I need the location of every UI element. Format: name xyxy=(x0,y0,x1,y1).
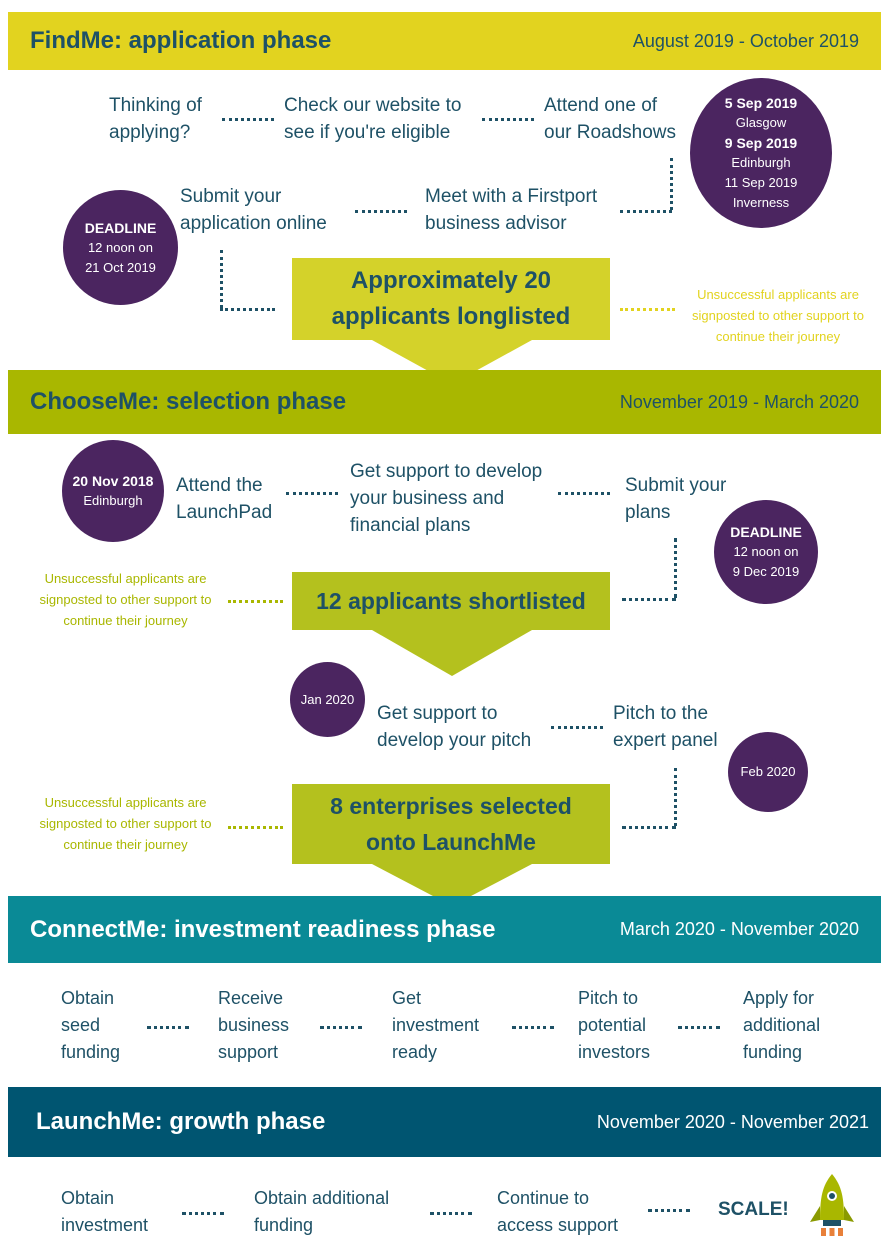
roadshow-place-1: Glasgow xyxy=(735,115,787,130)
connect-step-4: Pitch to potential investors xyxy=(578,988,651,1062)
longlist-arrow-icon xyxy=(372,340,532,384)
connectme-title: ConnectMe: investment readiness phase xyxy=(30,915,496,943)
connector xyxy=(147,1026,189,1029)
step-pitch-panel: Pitch to the expert panel xyxy=(613,703,718,751)
launchpad-date: 20 Nov 2018 xyxy=(72,473,154,489)
connector xyxy=(220,308,275,311)
step-check-website: Check our website to see if you're eligi… xyxy=(284,95,462,143)
chooseme-header: ChooseMe: selection phase November 2019 … xyxy=(8,370,881,434)
connectme-header: ConnectMe: investment readiness phase Ma… xyxy=(8,896,881,963)
connector xyxy=(648,1209,690,1212)
connector xyxy=(674,768,677,826)
find-deadline-time: 12 noon on xyxy=(87,239,154,255)
selected-arrow-icon xyxy=(372,864,532,906)
launchpad-date-circle: 20 Nov 2018 Edinburgh xyxy=(62,440,164,542)
connect-step-5: Apply for additional funding xyxy=(743,988,821,1062)
connector xyxy=(670,158,673,210)
step-submit-application: Submit your application online xyxy=(180,186,327,234)
connector xyxy=(622,826,676,829)
launch-step-1: Obtain investment xyxy=(61,1188,149,1235)
jan-date-circle: Jan 2020 xyxy=(290,662,365,737)
step-attend-launchpad: Attend the LaunchPad xyxy=(176,475,273,523)
scale-label: SCALE! xyxy=(718,1199,789,1220)
connector xyxy=(228,826,283,829)
longlist-box: Approximately 20 applicants longlisted xyxy=(292,258,610,340)
connector xyxy=(222,118,274,121)
roadshow-dates-circle: 5 Sep 2019 Glasgow 9 Sep 2019 Edinburgh … xyxy=(690,78,832,228)
launchme-dates: November 2020 - November 2021 xyxy=(596,1111,869,1132)
roadshow-date-1: 5 Sep 2019 xyxy=(724,95,798,111)
find-deadline-date: 21 Oct 2019 xyxy=(85,259,156,275)
chooseme-title: ChooseMe: selection phase xyxy=(30,388,347,415)
step-attend-roadshow: Attend one of our Roadshows xyxy=(544,95,677,143)
find-deadline-circle: DEADLINE 12 noon on 21 Oct 2019 xyxy=(63,190,178,305)
choose-unsuccessful-note-2: Unsuccessful applicants are signposted t… xyxy=(39,795,212,852)
connector xyxy=(512,1026,554,1029)
connector xyxy=(286,492,338,495)
connectme-dates: March 2020 - November 2020 xyxy=(619,919,859,939)
feb-date: Feb 2020 xyxy=(740,764,796,779)
launchme-title: LaunchMe: growth phase xyxy=(36,1108,326,1135)
connector xyxy=(228,600,283,603)
choose-deadline-date: 9 Dec 2019 xyxy=(732,564,800,579)
step-thinking: Thinking of applying? xyxy=(109,95,202,143)
launch-step-3: Continue to access support xyxy=(497,1188,619,1235)
roadshow-place-3: Inverness xyxy=(732,195,790,210)
findme-header: FindMe: application phase August 2019 - … xyxy=(8,12,881,70)
connector xyxy=(620,308,675,311)
connector xyxy=(320,1026,362,1029)
connector xyxy=(622,598,676,601)
connector xyxy=(551,726,603,729)
shortlist-box: 12 applicants shortlisted xyxy=(292,572,610,630)
step-support-plans: Get support to develop your business and… xyxy=(350,461,543,536)
choose-deadline-label: DEADLINE xyxy=(730,524,802,540)
connector xyxy=(182,1212,224,1215)
step-support-pitch: Get support to develop your pitch xyxy=(377,703,532,751)
step-submit-plans: Submit your plans xyxy=(625,475,727,523)
selected-box: 8 enterprises selected onto LaunchMe xyxy=(292,784,610,864)
find-deadline-label: DEADLINE xyxy=(84,219,157,236)
connector xyxy=(674,538,677,598)
shortlist-arrow-icon xyxy=(372,630,532,676)
roadshow-date-3: 11 Sep 2019 xyxy=(724,175,798,190)
connector xyxy=(558,492,610,495)
find-unsuccessful-note: Unsuccessful applicants are signposted t… xyxy=(691,287,864,344)
findme-title: FindMe: application phase xyxy=(30,27,332,54)
launchpad-place: Edinburgh xyxy=(83,493,143,508)
connect-step-3: Get investment ready xyxy=(392,988,480,1062)
roadshow-date-2: 9 Sep 2019 xyxy=(724,135,798,151)
connector xyxy=(678,1026,720,1029)
connector xyxy=(220,250,223,308)
choose-deadline-time: 12 noon on xyxy=(733,544,799,559)
findme-dates: August 2019 - October 2019 xyxy=(632,30,859,51)
connector xyxy=(620,210,672,213)
connect-step-1: Obtain seed funding xyxy=(61,988,121,1062)
choose-deadline-circle: DEADLINE 12 noon on 9 Dec 2019 xyxy=(714,500,818,604)
roadshow-place-2: Edinburgh xyxy=(731,155,791,170)
choose-unsuccessful-note-1: Unsuccessful applicants are signposted t… xyxy=(39,571,212,628)
launch-step-2: Obtain additional funding xyxy=(254,1188,390,1235)
connector xyxy=(482,118,534,121)
connect-step-2: Receive business support xyxy=(218,988,290,1062)
chooseme-dates: November 2019 - March 2020 xyxy=(619,391,859,412)
jan-date: Jan 2020 xyxy=(300,691,355,707)
launchme-header: LaunchMe: growth phase November 2020 - N… xyxy=(8,1087,881,1157)
feb-date-circle: Feb 2020 xyxy=(728,732,808,812)
step-meet-advisor: Meet with a Firstport business advisor xyxy=(425,186,598,234)
connector xyxy=(430,1212,472,1215)
connector xyxy=(355,210,407,213)
rocket-icon xyxy=(810,1174,854,1236)
